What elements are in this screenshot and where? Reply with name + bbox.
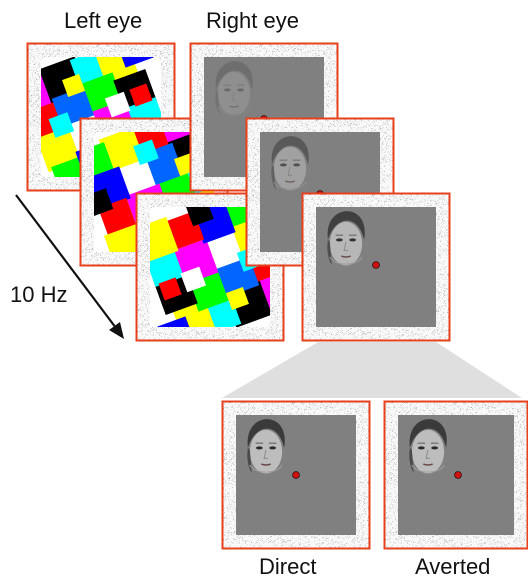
direct-gaze-frame (221, 400, 371, 550)
averted-label: Averted (415, 554, 491, 579)
time-arrow (15, 194, 124, 339)
zoom-funnel (222, 342, 522, 398)
averted-gaze-frame (383, 400, 528, 550)
left-eye-label: Left eye (64, 8, 143, 33)
direct-label: Direct (259, 554, 317, 579)
face-frame-3 (301, 192, 451, 342)
frequency-label: 10 Hz (10, 282, 68, 307)
right-eye-label: Right eye (206, 8, 299, 33)
